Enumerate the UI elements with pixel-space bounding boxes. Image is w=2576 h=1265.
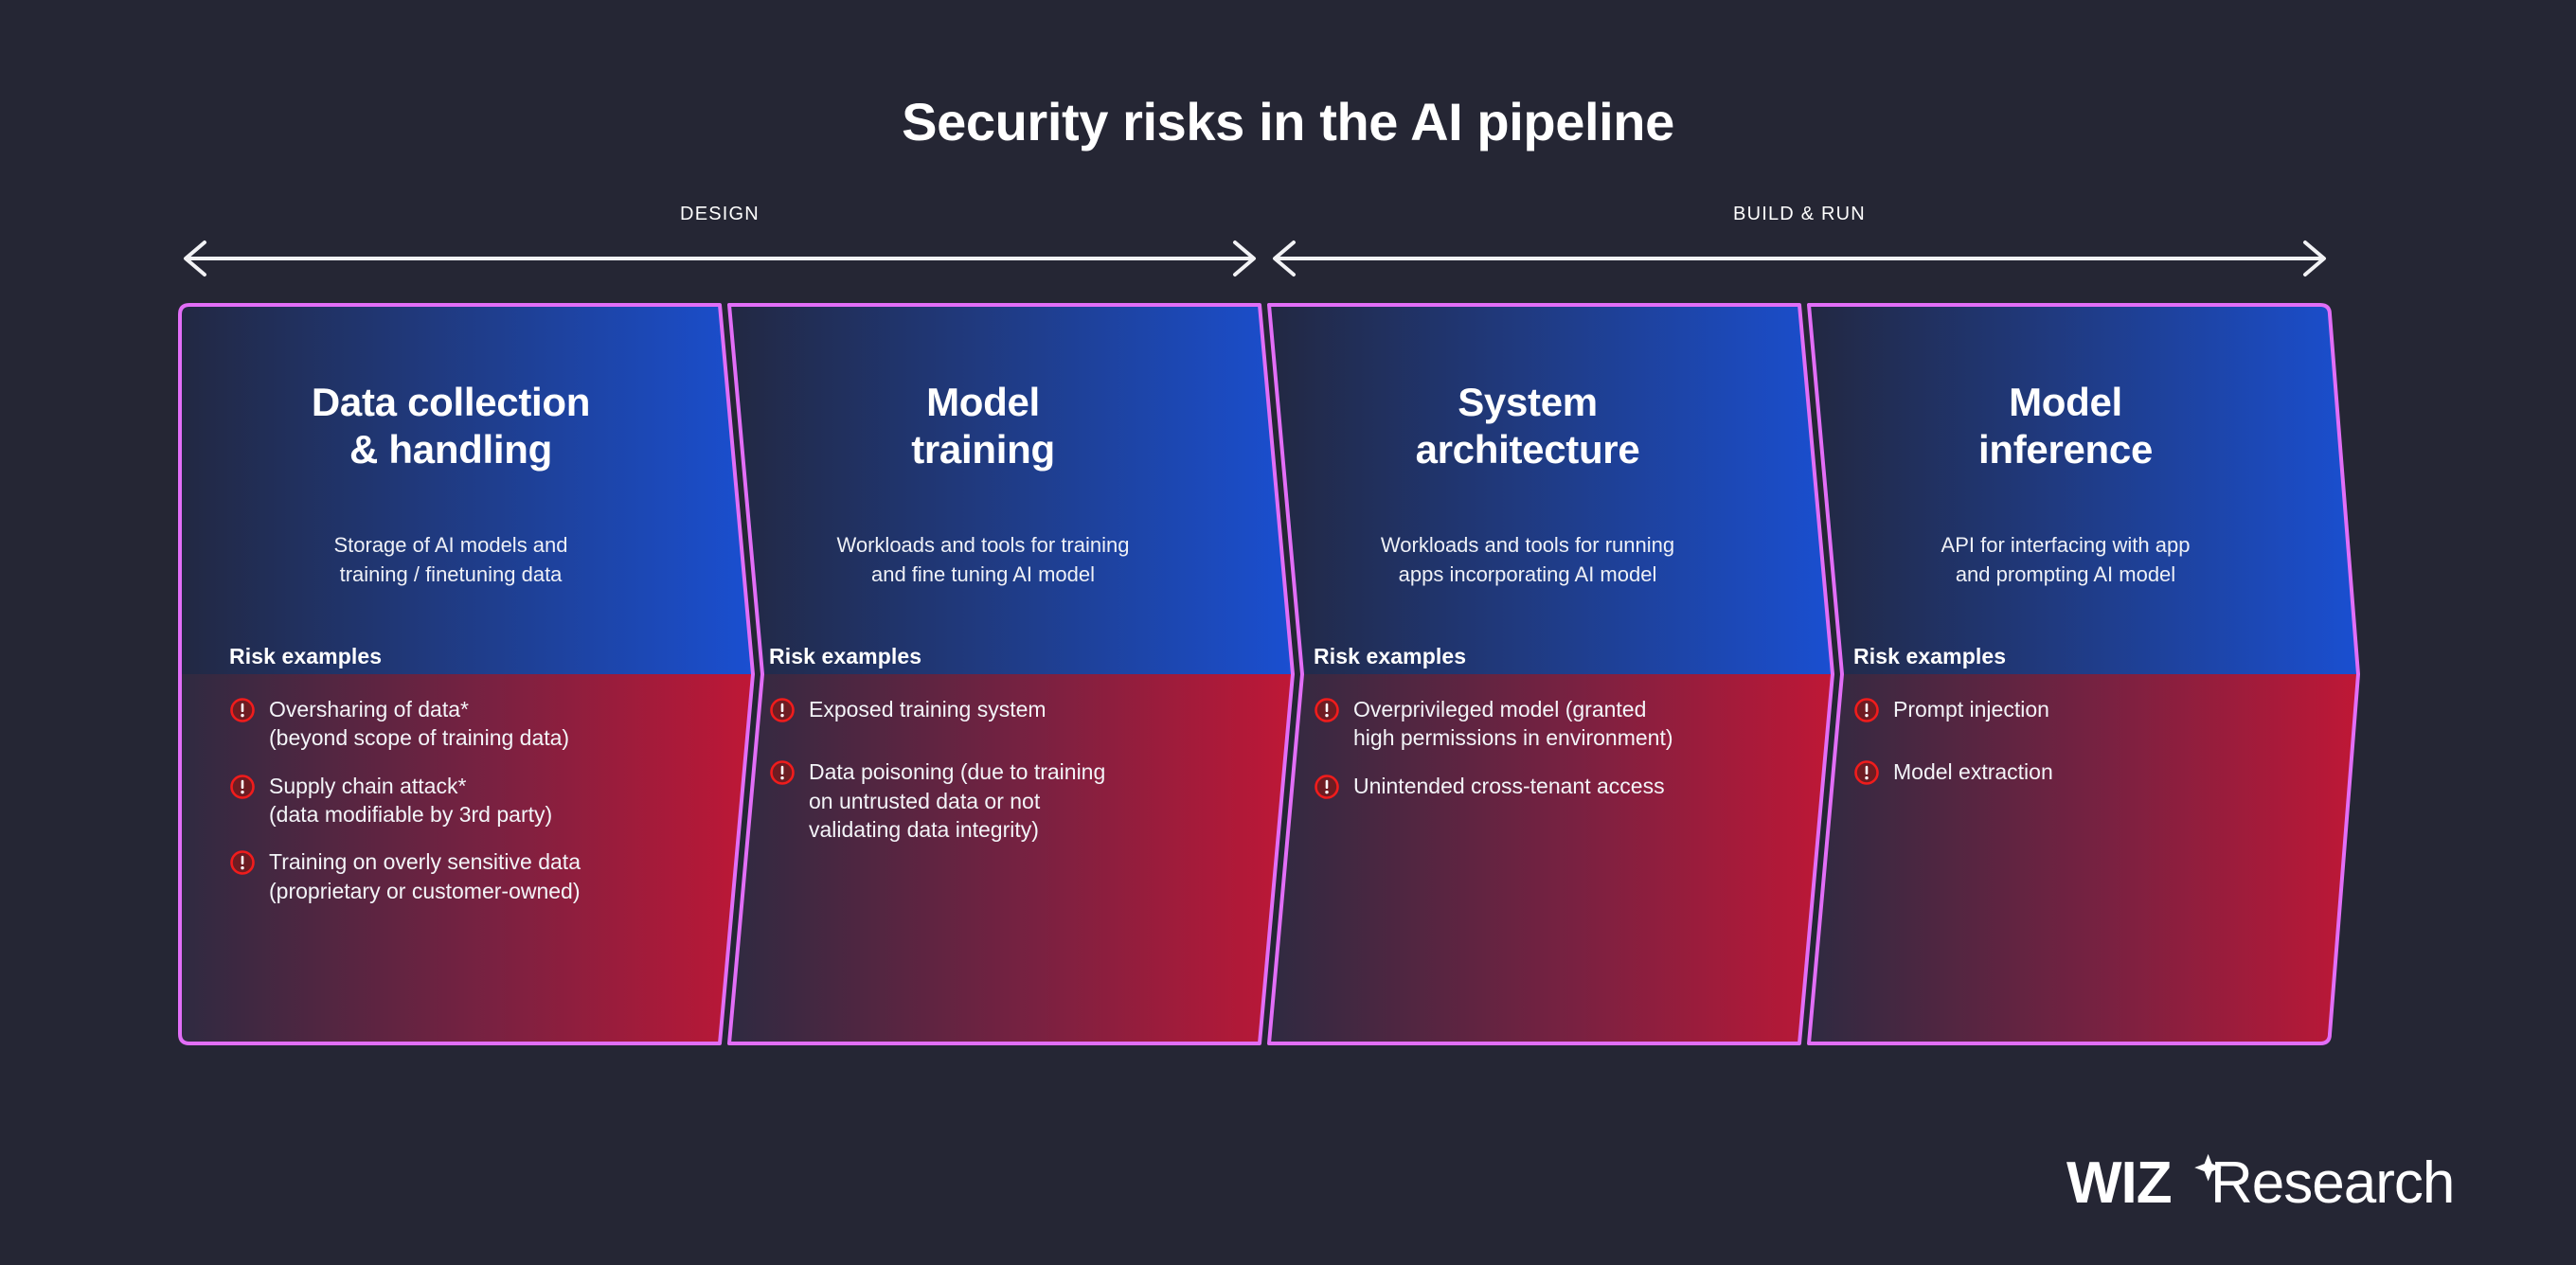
risk-item: Training on overly sensitive data (propr… bbox=[229, 847, 581, 905]
phase-band-build-run: BUILD & RUN bbox=[1269, 204, 2330, 281]
alert-circle-icon bbox=[1314, 697, 1340, 723]
risk-text: Training on overly sensitive data (propr… bbox=[269, 849, 581, 903]
risk-text: Data poisoning (due to training on untru… bbox=[809, 759, 1106, 843]
risk-item: Supply chain attack* (data modifiable by… bbox=[229, 772, 581, 829]
wiz-research-wordmark: WIZ Research bbox=[2066, 1150, 2455, 1216]
stage-description: API for interfacing with app and prompti… bbox=[1941, 533, 2191, 587]
risk-text: Oversharing of data* (beyond scope of tr… bbox=[269, 697, 570, 751]
stage-description: Storage of AI models and training / fine… bbox=[333, 533, 568, 587]
risk-list: Prompt injection Model extraction bbox=[1853, 695, 2053, 806]
risk-item: Overprivileged model (granted high permi… bbox=[1314, 695, 1673, 753]
risk-examples-heading: Risk examples bbox=[229, 644, 383, 668]
stage-card-model-inference[interactable]: Model inference API for interfacing with… bbox=[1804, 305, 2372, 1045]
risk-item: Model extraction bbox=[1853, 757, 2053, 786]
risk-item: Data poisoning (due to training on untru… bbox=[769, 757, 1105, 844]
risk-list: Overprivileged model (granted high permi… bbox=[1314, 695, 1673, 819]
risk-list: Oversharing of data* (beyond scope of tr… bbox=[229, 695, 581, 924]
stage-card-model-training[interactable]: Model training Workloads and tools for t… bbox=[720, 305, 1288, 1045]
alert-circle-icon bbox=[769, 697, 796, 723]
phase-arrow-design bbox=[180, 240, 1260, 277]
svg-text:Research: Research bbox=[2210, 1150, 2454, 1216]
risk-text: Unintended cross-tenant access bbox=[1353, 773, 1665, 798]
risk-text: Exposed training system bbox=[809, 697, 1046, 722]
phase-arrow-build-run bbox=[1269, 240, 2330, 277]
risk-text: Supply chain attack* (data modifiable by… bbox=[269, 773, 553, 828]
risk-item: Unintended cross-tenant access bbox=[1314, 772, 1673, 800]
stage-title: Model inference bbox=[1977, 380, 2154, 472]
stage-title: System architecture bbox=[1415, 380, 1640, 472]
risk-examples-heading: Risk examples bbox=[1853, 644, 2007, 668]
alert-circle-icon bbox=[769, 759, 796, 786]
risk-examples-heading: Risk examples bbox=[769, 644, 922, 668]
svg-text:WIZ: WIZ bbox=[2066, 1150, 2172, 1216]
risk-item: Oversharing of data* (beyond scope of tr… bbox=[229, 695, 581, 753]
alert-circle-icon bbox=[1853, 759, 1880, 786]
stage-description: Workloads and tools for running apps inc… bbox=[1380, 533, 1675, 587]
stage-card-system-architecture[interactable]: System architecture Workloads and tools … bbox=[1264, 305, 1833, 1045]
alert-circle-icon bbox=[1314, 774, 1340, 800]
risk-item: Exposed training system bbox=[769, 695, 1105, 723]
alert-circle-icon bbox=[229, 697, 256, 723]
wiz-research-logo: WIZ Research bbox=[2066, 1146, 2512, 1220]
sparkle-icon bbox=[2194, 1153, 2222, 1182]
stage-description: Workloads and tools for training and fin… bbox=[836, 533, 1130, 587]
risk-item: Prompt injection bbox=[1853, 695, 2053, 723]
alert-circle-icon bbox=[229, 849, 256, 876]
page-title: Security risks in the AI pipeline bbox=[902, 92, 1674, 151]
phase-band-design: DESIGN bbox=[180, 204, 1260, 281]
alert-circle-icon bbox=[229, 774, 256, 800]
risk-examples-heading: Risk examples bbox=[1314, 644, 1467, 668]
phase-label-build-run: BUILD & RUN bbox=[1733, 204, 1866, 224]
stage-title: Data collection & handling bbox=[311, 380, 591, 472]
alert-circle-icon bbox=[1853, 697, 1880, 723]
phase-label-design: DESIGN bbox=[680, 204, 760, 224]
risk-text: Model extraction bbox=[1893, 759, 2053, 785]
risk-text: Prompt injection bbox=[1893, 697, 2049, 722]
risk-text: Overprivileged model (granted high permi… bbox=[1353, 697, 1673, 751]
risk-list: Exposed training system Data poisoning (… bbox=[769, 695, 1105, 863]
stage-title: Model training bbox=[911, 380, 1055, 472]
stage-card-data-collection[interactable]: Data collection & handling Storage of AI… bbox=[180, 305, 748, 1045]
